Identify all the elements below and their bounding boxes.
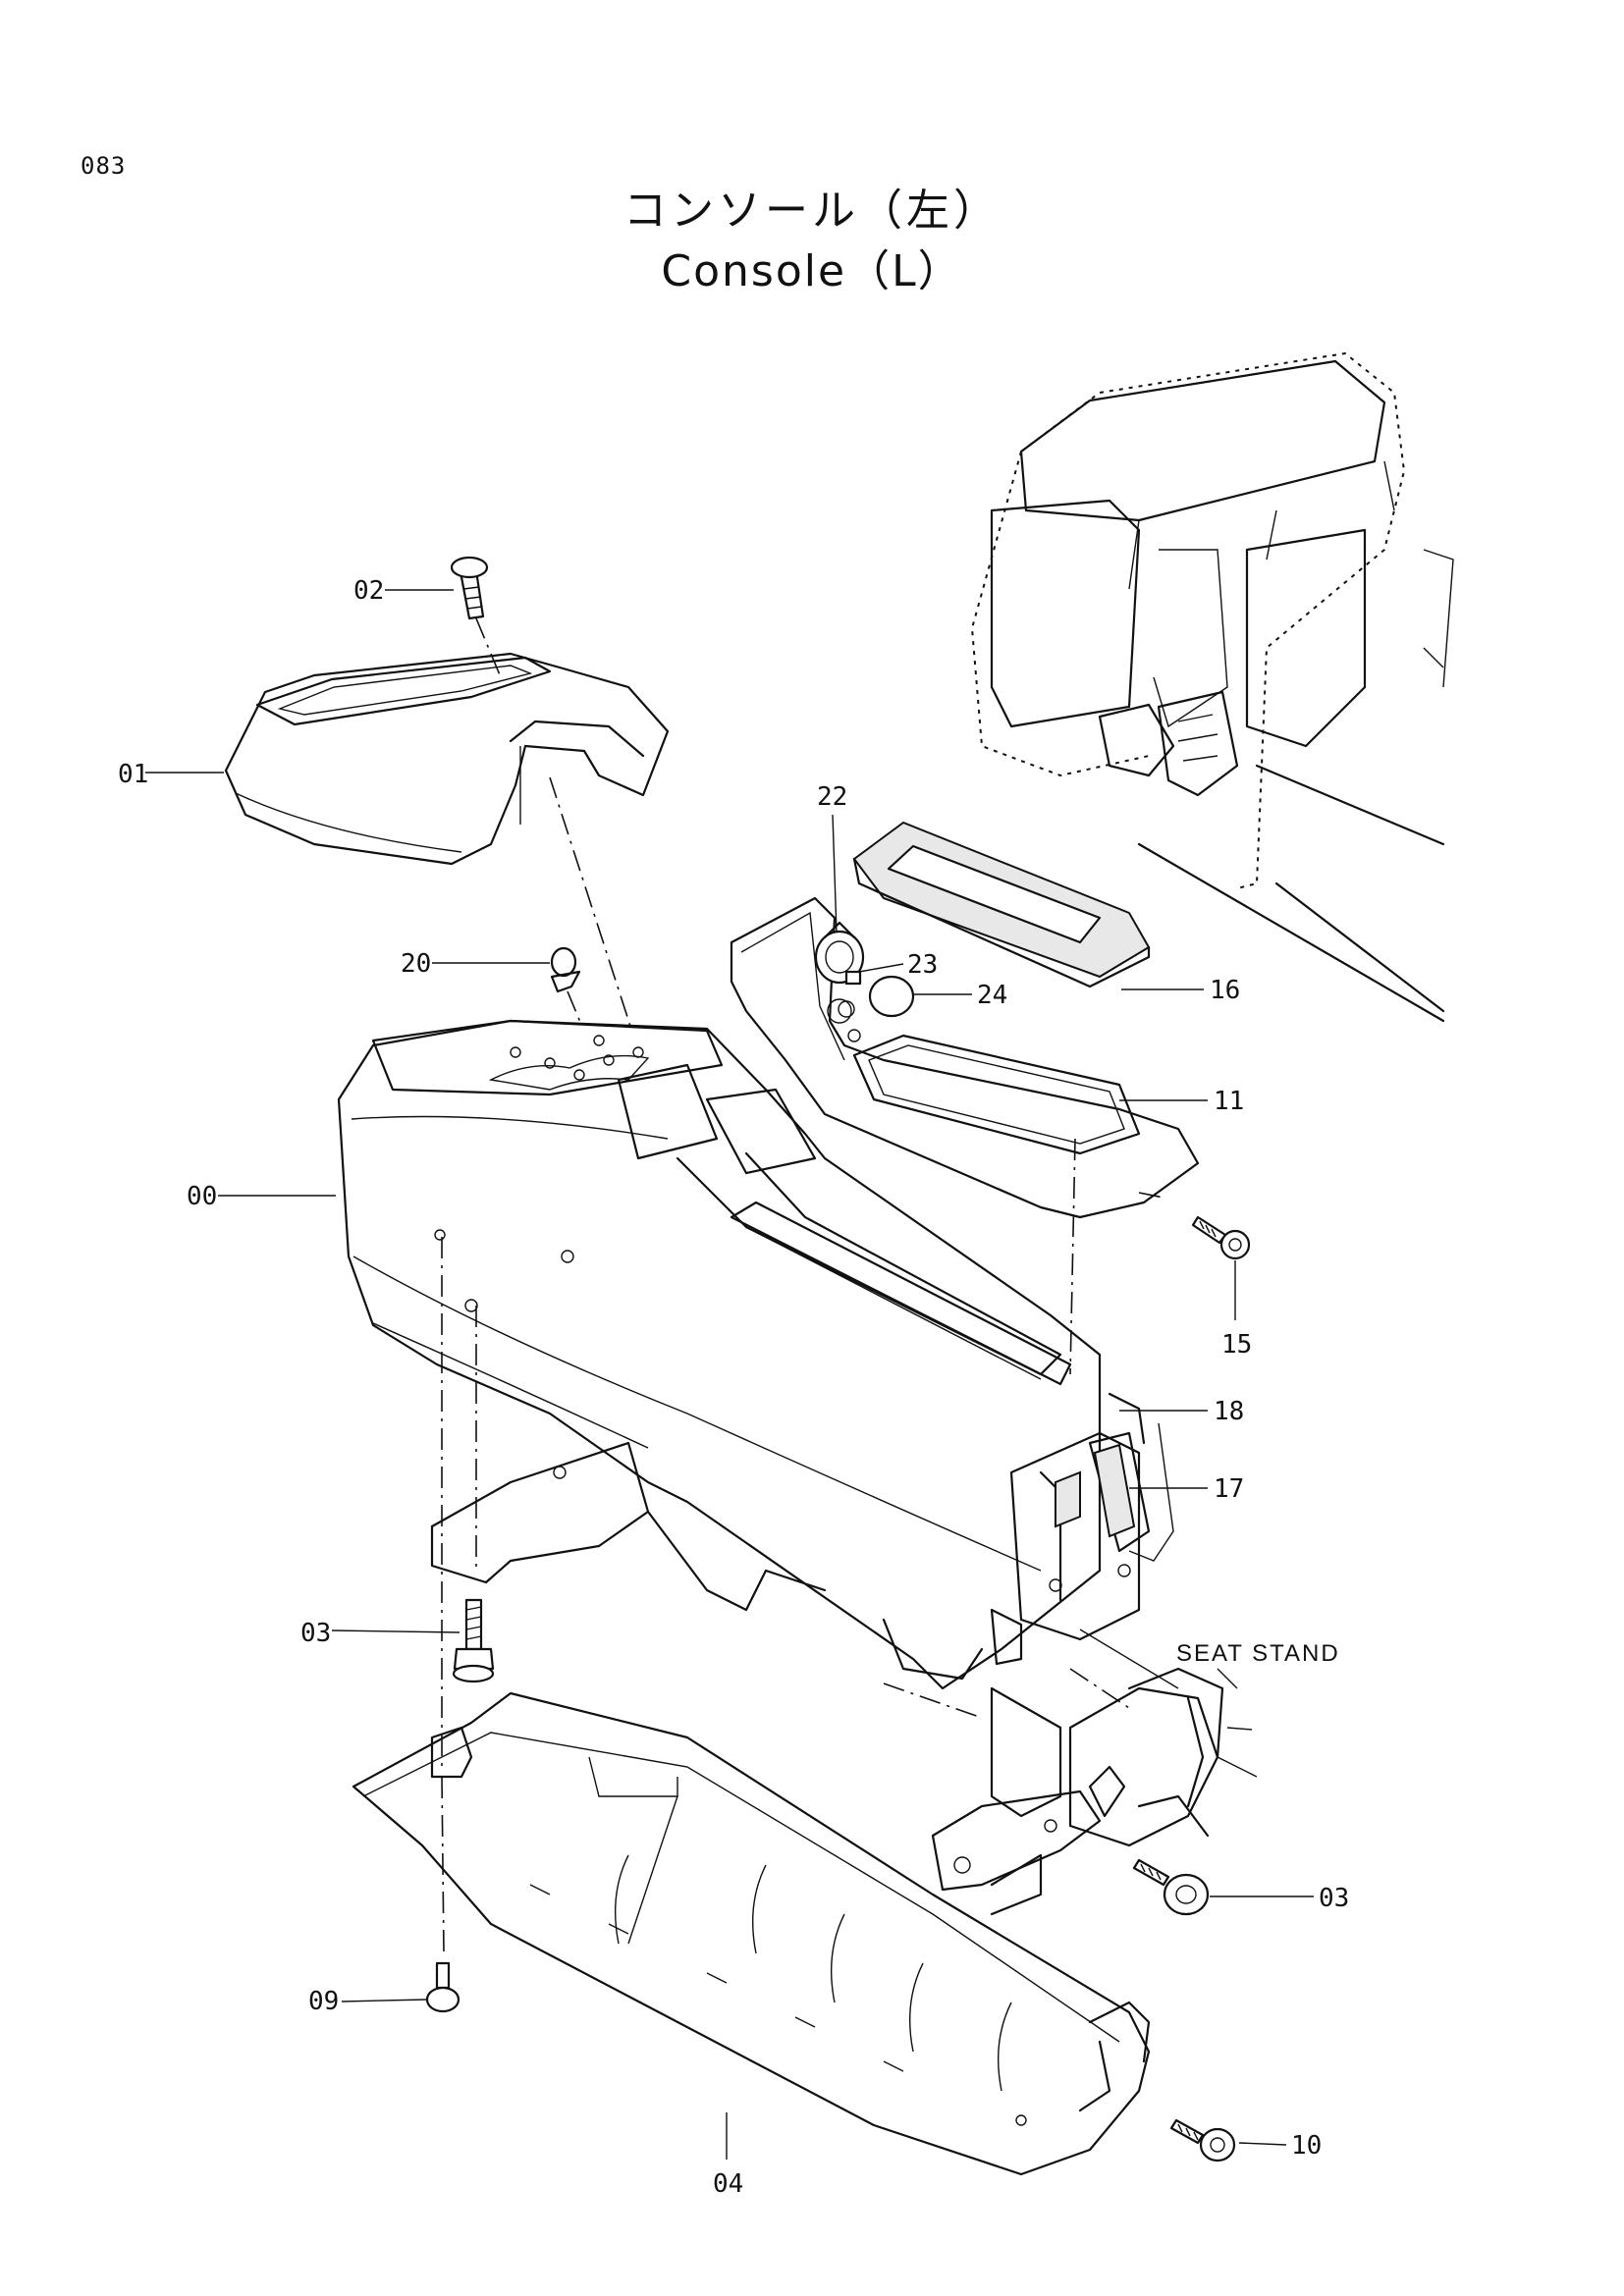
callout-labels: 00 01 02 03 03 04 09 10 11 15 16 17 18 2…: [118, 576, 1349, 2199]
seat-stand-illustration: [931, 1667, 1258, 1916]
callout-24: 24: [977, 981, 1007, 1010]
part-17-18-brackets: [1108, 1392, 1174, 1562]
callout-10: 10: [1291, 2131, 1322, 2161]
callout-22: 22: [817, 782, 847, 812]
part-15-bolt: [1191, 1215, 1251, 1260]
callout-01: 01: [118, 760, 148, 789]
leader-lines: [145, 589, 1314, 2160]
callout-17: 17: [1214, 1474, 1244, 1504]
part-09-screw: [425, 1961, 460, 2013]
part-04-under-cover: [352, 1237, 1151, 2176]
part-00-console-body: [337, 1019, 1179, 1690]
title-japanese: コンソール（左）: [623, 186, 1001, 236]
callout-15: 15: [1221, 1330, 1252, 1360]
callout-20: 20: [401, 949, 431, 979]
seat-stand-label: SEAT STAND: [1176, 1640, 1340, 1667]
callout-02: 02: [353, 576, 384, 606]
callout-18: 18: [1214, 1397, 1244, 1426]
part-11-front-panel: [730, 896, 1200, 1375]
callout-03-left: 03: [300, 1619, 331, 1648]
part-20-clip: [549, 776, 639, 1056]
cab-illustration: [970, 351, 1454, 1023]
part-16-pad: [852, 821, 1151, 988]
callout-16: 16: [1210, 976, 1240, 1005]
part-02-screw: [450, 556, 502, 678]
callout-04: 04: [713, 2169, 743, 2199]
callout-09: 09: [308, 1987, 339, 2016]
part-03-bolts: [452, 1598, 1210, 1916]
part-10-bolt: [1169, 2118, 1236, 2163]
callout-11: 11: [1214, 1087, 1244, 1116]
callout-00: 00: [187, 1182, 217, 1211]
part-01-top-cover: [224, 652, 670, 866]
title-english: Console（L）: [661, 246, 963, 296]
callout-23: 23: [907, 950, 938, 980]
page-number: 083: [81, 152, 127, 180]
callout-03-right: 03: [1319, 1884, 1349, 1913]
part-22-23-24-switches: [814, 921, 915, 1018]
